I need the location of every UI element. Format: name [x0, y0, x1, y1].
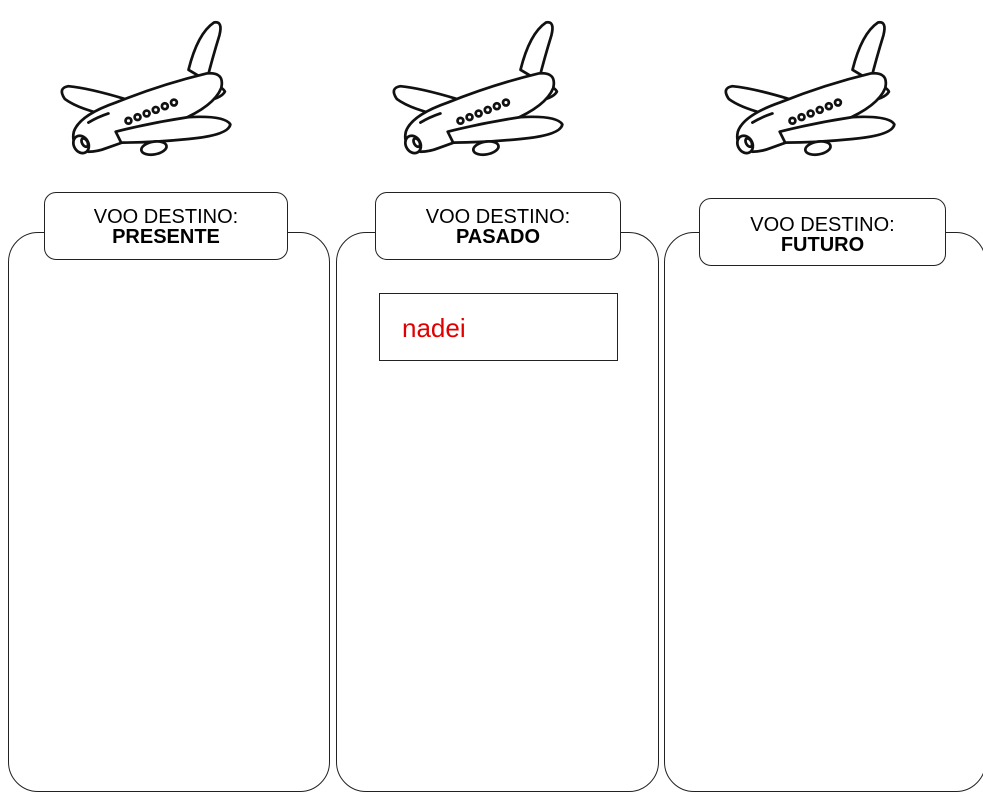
label-line1: VOO DESTINO: [425, 206, 571, 228]
airplane-icon [392, 20, 564, 158]
airplane-icon [60, 20, 232, 158]
label-line1: VOO DESTINO: [93, 206, 239, 228]
label-line2: PRESENTE [112, 226, 220, 248]
label-futuro: VOO DESTINO: FUTURO [699, 198, 946, 266]
airplane-icon [724, 20, 896, 158]
label-presente: VOO DESTINO: PRESENTE [44, 192, 288, 260]
column-futuro [664, 232, 983, 792]
label-line1: VOO DESTINO: [750, 214, 895, 236]
label-pasado: VOO DESTINO: PASADO [375, 192, 621, 260]
answer-card[interactable]: nadei [379, 293, 618, 361]
label-line2: FUTURO [780, 234, 865, 256]
label-line2: PASADO [455, 226, 541, 248]
column-presente [8, 232, 330, 792]
